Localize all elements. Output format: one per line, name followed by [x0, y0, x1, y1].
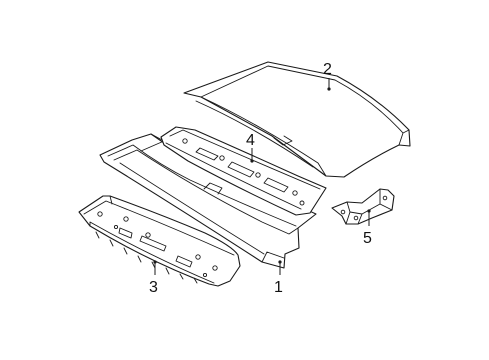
roof-panel: [183, 61, 411, 178]
callout-4: 4: [246, 132, 255, 149]
header-reinforcement: [160, 126, 327, 216]
callout-5: 5: [363, 230, 372, 247]
callout-1: 1: [274, 279, 283, 296]
callout-3: 3: [149, 279, 158, 296]
callout-2: 2: [323, 61, 332, 78]
roof-bracket: [331, 188, 395, 225]
front-roof-rail: [78, 195, 241, 287]
leader-lines: [153, 78, 371, 275]
